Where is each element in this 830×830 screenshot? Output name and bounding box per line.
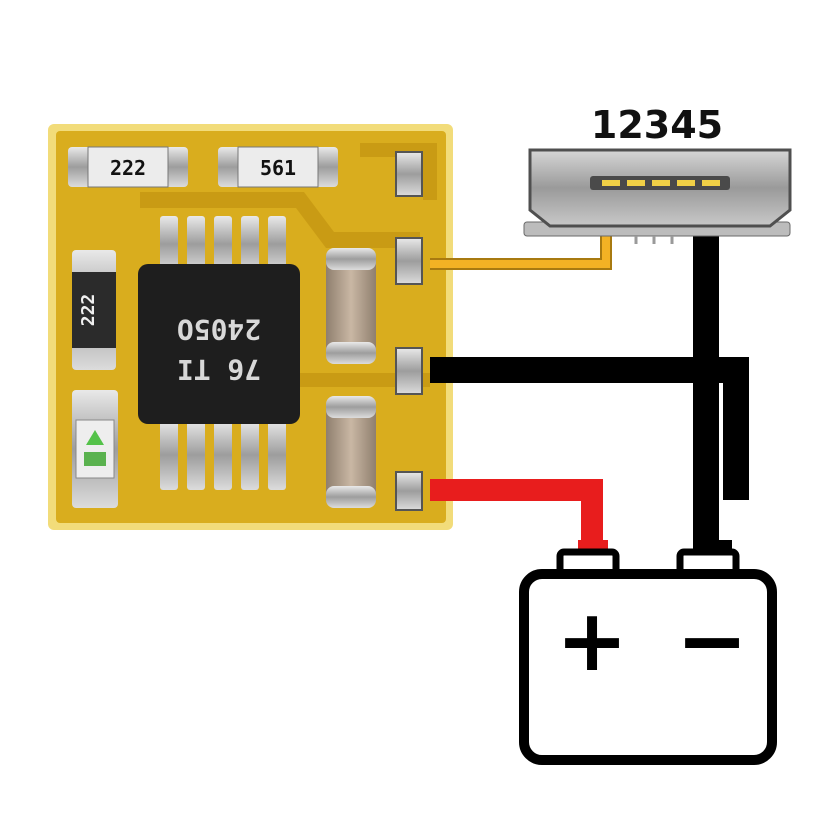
- pad-data: [395, 237, 423, 285]
- pad-positive: [395, 471, 423, 511]
- resistor-top-left: 222: [68, 146, 188, 188]
- ic-chip: 76 TI 2405O: [138, 216, 300, 490]
- wire-data: [430, 226, 612, 270]
- ic-marking: 76 TI 2405O: [177, 313, 261, 386]
- pcb-trace: [360, 143, 437, 200]
- pad-top: [395, 151, 423, 197]
- pcb-trace: [140, 192, 420, 248]
- ic-marking-line2: 2405O: [177, 313, 261, 346]
- ic-body: [138, 264, 300, 424]
- battery-positive-sign: +: [556, 591, 628, 691]
- ic-marking-line1: 76 TI: [177, 353, 261, 386]
- pad-ground: [395, 347, 423, 395]
- resistor-code: 222: [78, 294, 99, 327]
- ic-pins-top: [160, 216, 286, 272]
- usb-pins: [602, 180, 720, 186]
- battery-symbol: + −: [519, 548, 777, 765]
- ic-pins-bottom: [160, 420, 286, 490]
- micro-usb-connector: 12345: [523, 103, 792, 244]
- resistor-top-right: 561: [218, 146, 338, 188]
- resistor-code: 222: [110, 156, 146, 180]
- battery-body: [519, 569, 777, 765]
- battery-negative-sign: −: [676, 591, 748, 691]
- pcb-solder-pads: [395, 151, 423, 511]
- resistor-left: 222: [72, 250, 116, 370]
- usb-legs: [634, 236, 674, 244]
- resistor-code: 561: [260, 156, 296, 180]
- led-component: [72, 390, 118, 508]
- capacitor-upper: [326, 248, 376, 364]
- usb-pin-label: 12345: [591, 103, 723, 147]
- capacitor-lower: [326, 396, 376, 508]
